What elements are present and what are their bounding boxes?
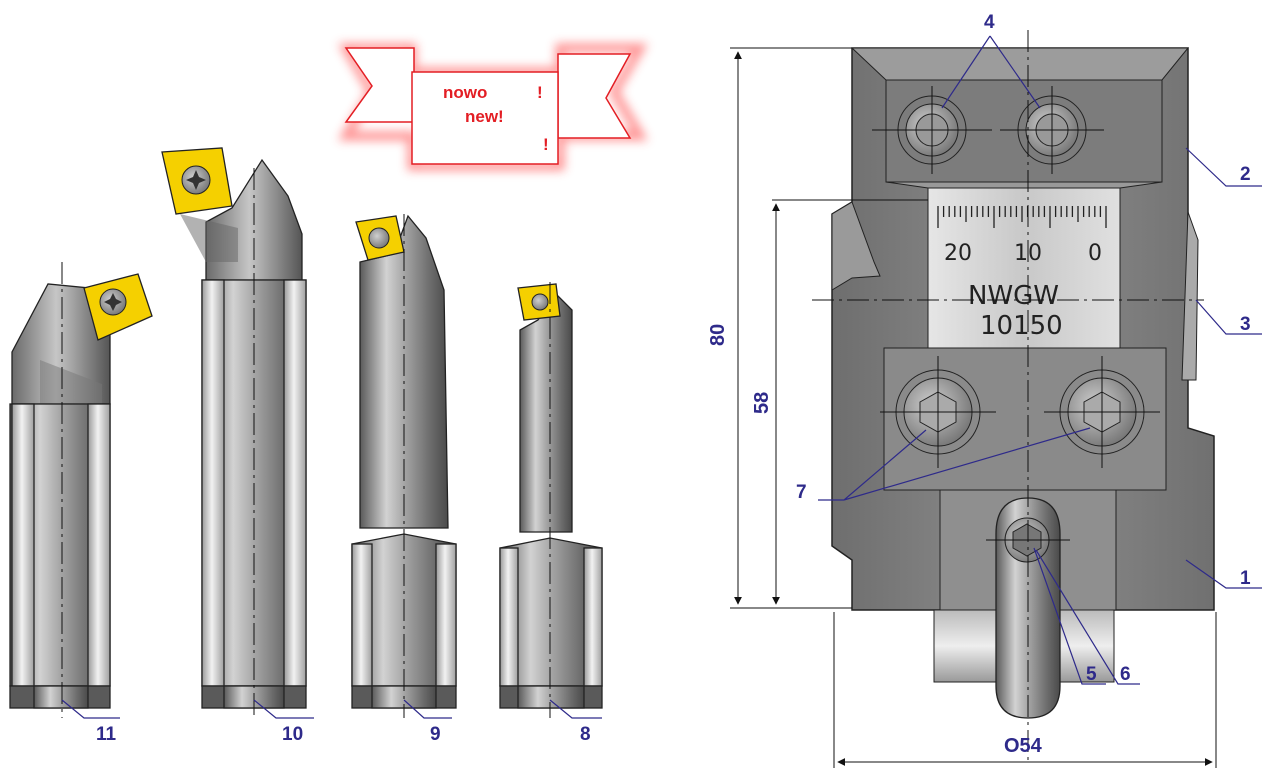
tool-9 — [351, 214, 457, 718]
banner-left-ribbon — [344, 47, 415, 123]
tool-9-insert-screw — [368, 227, 390, 249]
banner-line2: new! — [465, 107, 504, 126]
callout-11: 11 — [96, 724, 117, 745]
tool-8-insert-screw — [531, 293, 549, 311]
tool-10 — [161, 147, 307, 718]
callout-6: 6 — [1120, 664, 1131, 685]
tool-8 — [499, 282, 603, 718]
scale-label-0: 0 — [1088, 241, 1102, 266]
callout-4: 4 — [984, 12, 995, 33]
callout-10: 10 — [282, 724, 303, 745]
callout-1: 1 — [1240, 568, 1251, 589]
scale-model: 10150 — [980, 311, 1063, 341]
banner-exclaim-1: ! — [537, 83, 543, 102]
tool-callouts: 11 10 9 8 — [61, 699, 602, 745]
dim-diameter: O54 — [1004, 735, 1043, 757]
banner-line1: nowo — [443, 83, 487, 102]
scale-ticks — [937, 206, 1107, 228]
callout-9: 9 — [430, 724, 441, 745]
tool-11 — [9, 262, 153, 718]
callout-3: 3 — [1240, 314, 1251, 335]
scale-label-20: 20 — [944, 241, 972, 266]
dimensions: 80 58 O54 — [707, 47, 1217, 768]
dim-height-80: 80 — [707, 324, 729, 346]
boring-head: 20 10 0 NWGW 10150 — [812, 30, 1215, 760]
dim-height-58: 58 — [751, 392, 773, 414]
callout-7: 7 — [796, 482, 807, 503]
tool-8-shank — [519, 292, 573, 533]
head-callouts: 4 2 3 1 7 5 6 — [796, 12, 1262, 685]
callout-8: 8 — [580, 724, 591, 745]
callout-2: 2 — [1240, 164, 1251, 185]
callout-5: 5 — [1086, 664, 1097, 685]
new-banner: nowo ! new! ! — [338, 43, 648, 171]
banner-exclaim-2: ! — [543, 135, 549, 154]
banner-panel — [411, 71, 559, 165]
scale-brand: NWGW — [968, 281, 1059, 311]
